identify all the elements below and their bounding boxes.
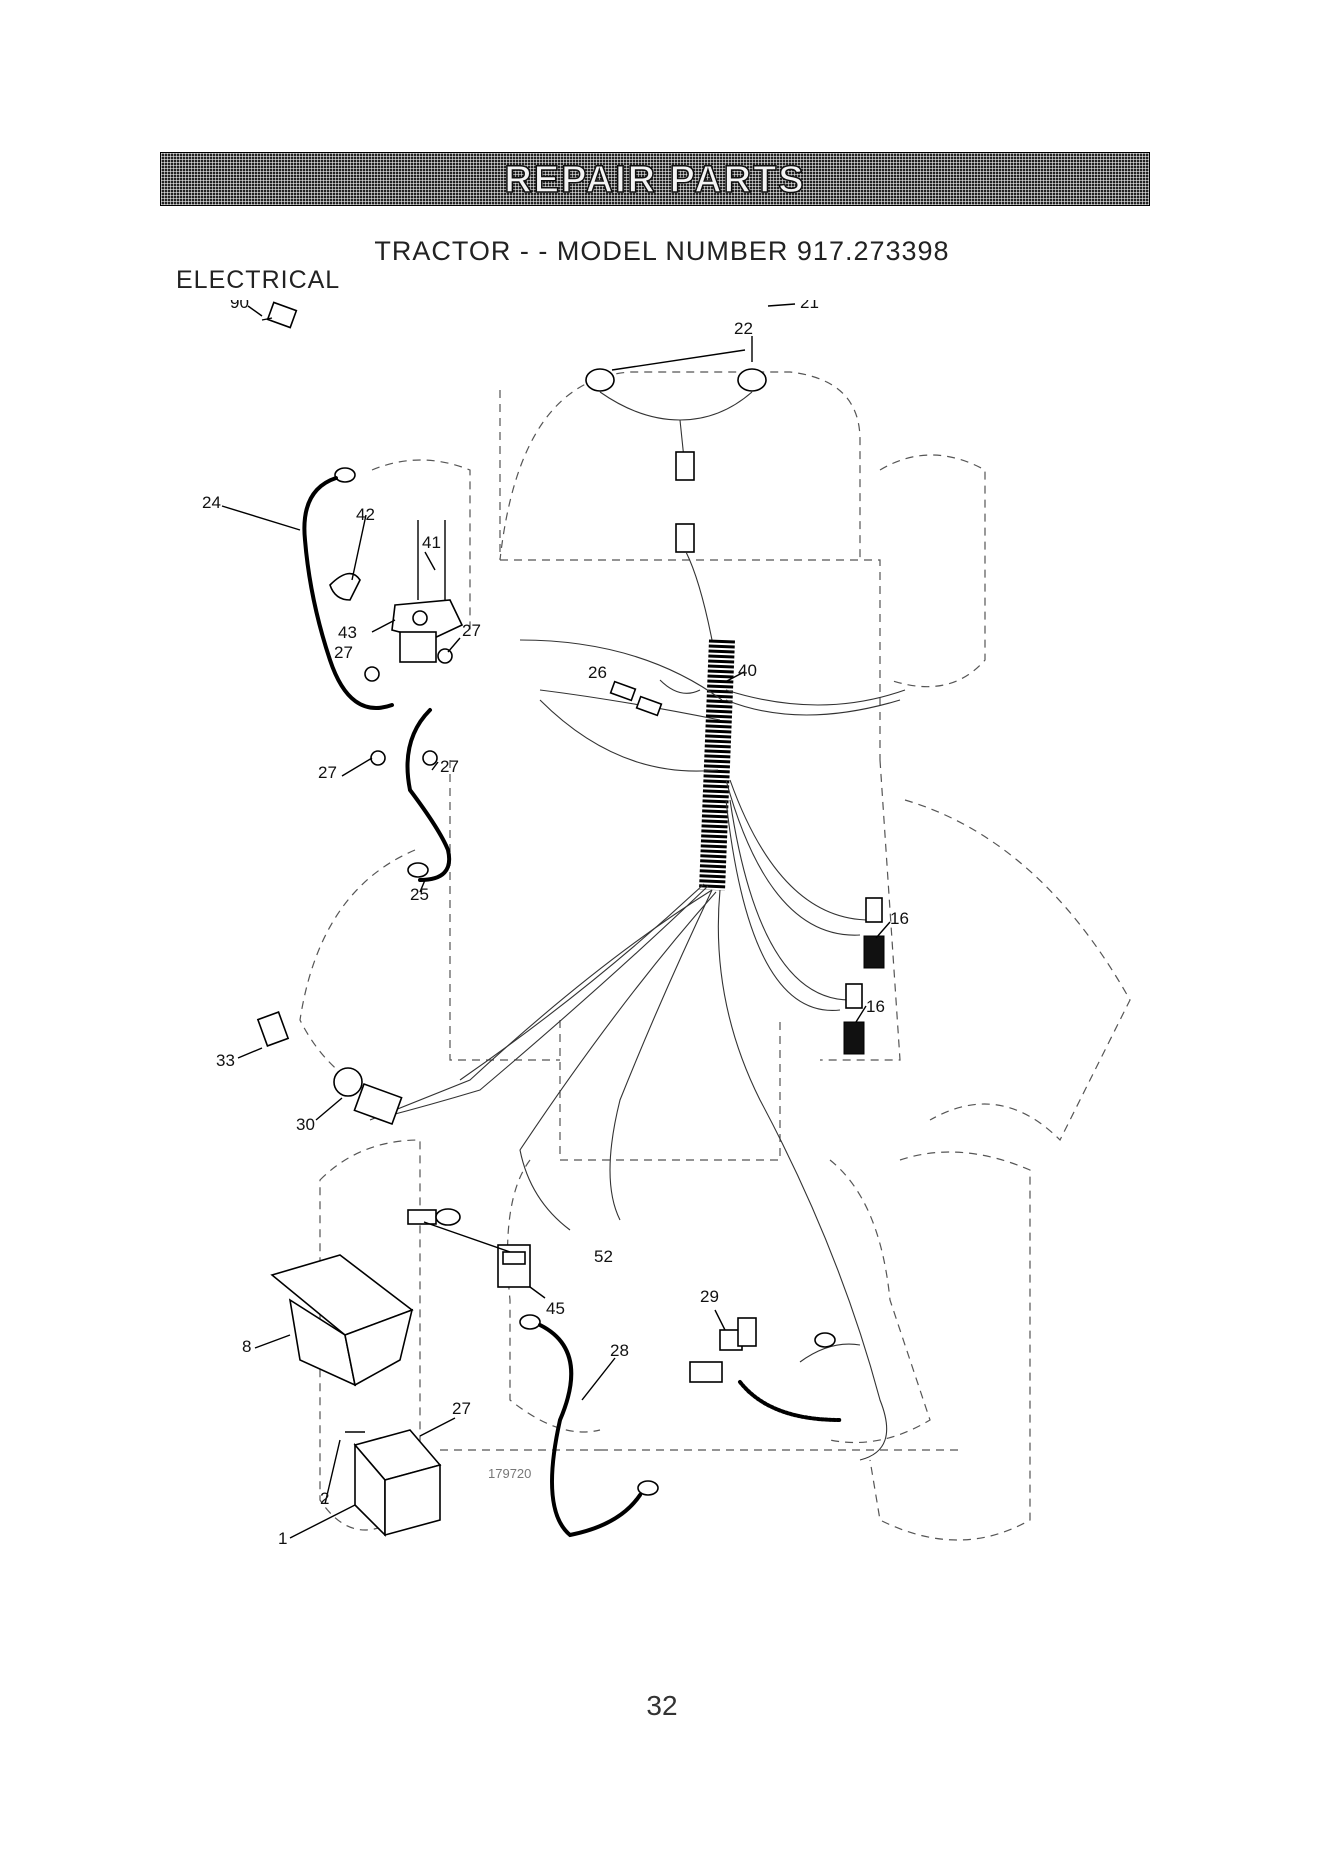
callout-27-d: 27 <box>440 757 459 776</box>
callout-52: 52 <box>594 1247 613 1266</box>
callout-90: 90 <box>230 300 249 312</box>
callout-30: 30 <box>296 1115 315 1134</box>
page-number: 32 <box>0 1690 1324 1722</box>
model-title: TRACTOR - - MODEL NUMBER 917.273398 <box>0 236 1324 267</box>
part-1-battery <box>345 1430 440 1535</box>
part-26-fuse-holder <box>611 682 662 716</box>
callout-33: 33 <box>216 1051 235 1070</box>
part-33-relay <box>258 1012 288 1046</box>
callout-42: 42 <box>356 505 375 524</box>
electrical-diagram: 22 21 90 24 42 41 43 27 27 26 40 27 27 2… <box>0 300 1324 1600</box>
part-16-connectors <box>844 898 884 1054</box>
callout-40: 40 <box>738 661 757 680</box>
part-25-positive-cable <box>408 710 450 880</box>
part-8-battery-tray <box>272 1255 412 1385</box>
figure-number: 179720 <box>488 1466 531 1481</box>
callout-29: 29 <box>700 1287 719 1306</box>
callout-28: 28 <box>610 1341 629 1360</box>
part-45-hour-meter <box>498 1245 530 1287</box>
part-30-ignition-switch <box>334 1068 402 1124</box>
callout-21: 21 <box>800 300 819 312</box>
callout-27-c: 27 <box>318 763 337 782</box>
section-title: ELECTRICAL <box>176 266 340 295</box>
callout-2: 2 <box>320 1489 329 1508</box>
callout-22: 22 <box>734 319 753 338</box>
part-29-seat-switch <box>690 1318 860 1420</box>
callout-27-e: 27 <box>452 1399 471 1418</box>
part-52-bulb <box>408 1209 460 1225</box>
callout-27-a: 27 <box>334 643 353 662</box>
callout-24: 24 <box>202 493 221 512</box>
part-90-connector <box>262 302 296 327</box>
callout-1: 1 <box>278 1529 287 1548</box>
callout-26: 26 <box>588 663 607 682</box>
callout-43: 43 <box>338 623 357 642</box>
callout-8: 8 <box>242 1337 251 1356</box>
part-28-battery-cable <box>520 1315 658 1535</box>
callout-25: 25 <box>410 885 429 904</box>
banner-title: REPAIR PARTS <box>161 159 1149 202</box>
headlight-assembly <box>586 350 766 640</box>
callout-45: 45 <box>546 1299 565 1318</box>
callout-41: 41 <box>422 533 441 552</box>
repair-parts-banner: REPAIR PARTS <box>160 152 1150 206</box>
callout-16-b: 16 <box>866 997 885 1016</box>
callout-16-a: 16 <box>890 909 909 928</box>
callout-27-b: 27 <box>462 621 481 640</box>
